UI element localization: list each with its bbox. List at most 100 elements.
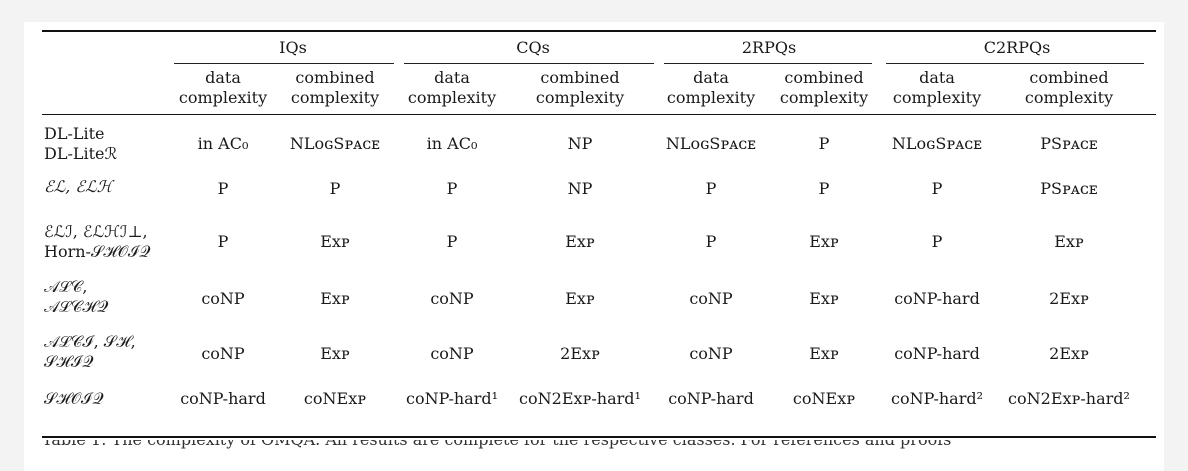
subheader-cq-data: data complexity — [408, 68, 496, 108]
table-cell: coNP — [201, 289, 245, 308]
group-header-c2rpqs: C2RPQs — [983, 38, 1051, 57]
table-cell: 2Exᴘ — [560, 344, 600, 363]
table-cell: PSᴘᴀᴄᴇ — [1040, 179, 1098, 198]
subheader-line: combined — [540, 68, 620, 87]
table-cell: coNExᴘ — [303, 389, 367, 408]
subheader-line: data — [434, 68, 470, 87]
subheader-line: data — [919, 68, 955, 87]
table-cell: P — [931, 179, 943, 198]
table-cell: NLᴏɢSᴘᴀᴄᴇ — [289, 134, 381, 153]
subheader-cq-combined: combined complexity — [536, 68, 624, 108]
table-cell: coNP-hard² — [890, 389, 984, 408]
table-top-rule — [42, 30, 1156, 32]
table-cell: coNP-hard¹ — [405, 389, 499, 408]
table-cell: coNP-hard — [894, 289, 980, 308]
row-label-shoiq: 𝒮ℋ𝒪ℐ𝒬 — [44, 389, 104, 409]
table-bottom-rule — [42, 436, 1156, 438]
table-cell: P — [705, 179, 717, 198]
row-label-line: 𝒜ℒ𝒞, — [44, 277, 88, 296]
subheader-line: complexity — [178, 88, 268, 107]
table-cell: Exᴘ — [320, 344, 350, 363]
subheader-c2rpq-data: data complexity — [893, 68, 981, 108]
row-label-alci-sh-shiq: 𝒜ℒ𝒞ℐ, 𝒮ℋ, 𝒮ℋℐ𝒬 — [44, 332, 136, 372]
table-cell: in AC₀ — [426, 134, 478, 153]
table-cell: P — [217, 232, 229, 251]
table-caption-fragment: Table 1: The complexity of OMQA. All res… — [42, 440, 1152, 452]
table-cell: NLᴏɢSᴘᴀᴄᴇ — [891, 134, 983, 153]
table-cell: coN2Exᴘ-hard¹ — [519, 389, 641, 408]
table-cell: 2Exᴘ — [1049, 344, 1089, 363]
row-label-line: 𝒮ℋ𝒪ℐ𝒬 — [44, 389, 104, 408]
subheader-line: complexity — [892, 88, 982, 107]
table-cell: P — [931, 232, 943, 251]
table-cell: coNP — [689, 289, 733, 308]
table-cell: Exᴘ — [809, 232, 839, 251]
row-label-dl-lite: DL-Lite DL-Liteℛ — [44, 124, 117, 164]
subheader-line: combined — [1029, 68, 1109, 87]
table-cell: coNExᴘ — [792, 389, 856, 408]
table-cell: P — [217, 179, 229, 198]
table-cell: coNP-hard — [894, 344, 980, 363]
group-header-cqs: CQs — [516, 38, 550, 57]
table-cell: NP — [567, 134, 593, 153]
group-header-iqs: IQs — [279, 38, 307, 57]
table-cell: PSᴘᴀᴄᴇ — [1040, 134, 1098, 153]
table-cell: Exᴘ — [565, 232, 595, 251]
table-cell: Exᴘ — [320, 289, 350, 308]
group-rule-cqs — [404, 63, 654, 64]
table-header-rule — [42, 114, 1156, 115]
table-cell: Exᴘ — [809, 289, 839, 308]
table-cell: coNP — [201, 344, 245, 363]
subheader-2rpq-data: data complexity — [667, 68, 755, 108]
group-header-2rpqs: 2RPQs — [741, 38, 797, 57]
subheader-line: complexity — [779, 88, 869, 107]
table-cell: coNP — [689, 344, 733, 363]
subheader-line: data — [693, 68, 729, 87]
table-cell: NLᴏɢSᴘᴀᴄᴇ — [665, 134, 757, 153]
group-rule-c2rpqs — [886, 63, 1144, 64]
table-cell: Exᴘ — [565, 289, 595, 308]
row-label-line: 𝒜ℒ𝒞ℐ, 𝒮ℋ, — [44, 332, 136, 351]
table-cell: P — [329, 179, 341, 198]
row-label-line: ℰℒℐ, ℰℒℋℐ⊥, — [44, 222, 148, 241]
subheader-iq-data: data complexity — [179, 68, 267, 108]
table-cell: P — [705, 232, 717, 251]
group-rule-2rpqs — [664, 63, 872, 64]
subheader-line: complexity — [666, 88, 756, 107]
row-label-line: ℰℒ, ℰℒℋ — [44, 177, 113, 196]
paper-page: IQs CQs 2RPQs C2RPQs data complexity com… — [24, 22, 1164, 471]
subheader-line: complexity — [535, 88, 625, 107]
row-label-line: 𝒮ℋℐ𝒬 — [44, 352, 94, 371]
subheader-2rpq-combined: combined complexity — [780, 68, 868, 108]
subheader-line: complexity — [1024, 88, 1114, 107]
table-cell: P — [446, 179, 458, 198]
subheader-line: combined — [784, 68, 864, 87]
table-cell: Exᴘ — [1054, 232, 1084, 251]
subheader-line: complexity — [407, 88, 497, 107]
row-label-el-elh: ℰℒ, ℰℒℋ — [44, 177, 112, 197]
table-cell: Exᴘ — [320, 232, 350, 251]
row-label-eli-horn-shoiq: ℰℒℐ, ℰℒℋℐ⊥, Horn-𝒮ℋ𝒪ℐ𝒬 — [44, 222, 151, 262]
table-cell: 2Exᴘ — [1049, 289, 1089, 308]
table-cell: coNP — [430, 289, 474, 308]
subheader-line: data — [205, 68, 241, 87]
subheader-iq-combined: combined complexity — [291, 68, 379, 108]
table-cell: NP — [567, 179, 593, 198]
table-cell: Exᴘ — [809, 344, 839, 363]
subheader-line: combined — [295, 68, 375, 87]
row-label-line: DL-Lite — [44, 124, 105, 143]
table-cell: coNP — [430, 344, 474, 363]
table-cell: coNP-hard — [180, 389, 266, 408]
subheader-c2rpq-combined: combined complexity — [1025, 68, 1113, 108]
subheader-line: complexity — [290, 88, 380, 107]
row-label-alc-alchq: 𝒜ℒ𝒞, 𝒜ℒ𝒞ℋ𝒬 — [44, 277, 108, 317]
table-cell: coN2Exᴘ-hard² — [1008, 389, 1130, 408]
group-rule-iqs — [174, 63, 394, 64]
row-label-line: Horn-𝒮ℋ𝒪ℐ𝒬 — [44, 242, 151, 261]
table-cell: in AC₀ — [197, 134, 249, 153]
row-label-line: DL-Liteℛ — [44, 144, 118, 163]
caption-text: Table 1: The complexity of OMQA. All res… — [42, 440, 951, 449]
row-label-line: 𝒜ℒ𝒞ℋ𝒬 — [44, 297, 109, 316]
table-cell: P — [818, 179, 830, 198]
table-cell: P — [818, 134, 830, 153]
